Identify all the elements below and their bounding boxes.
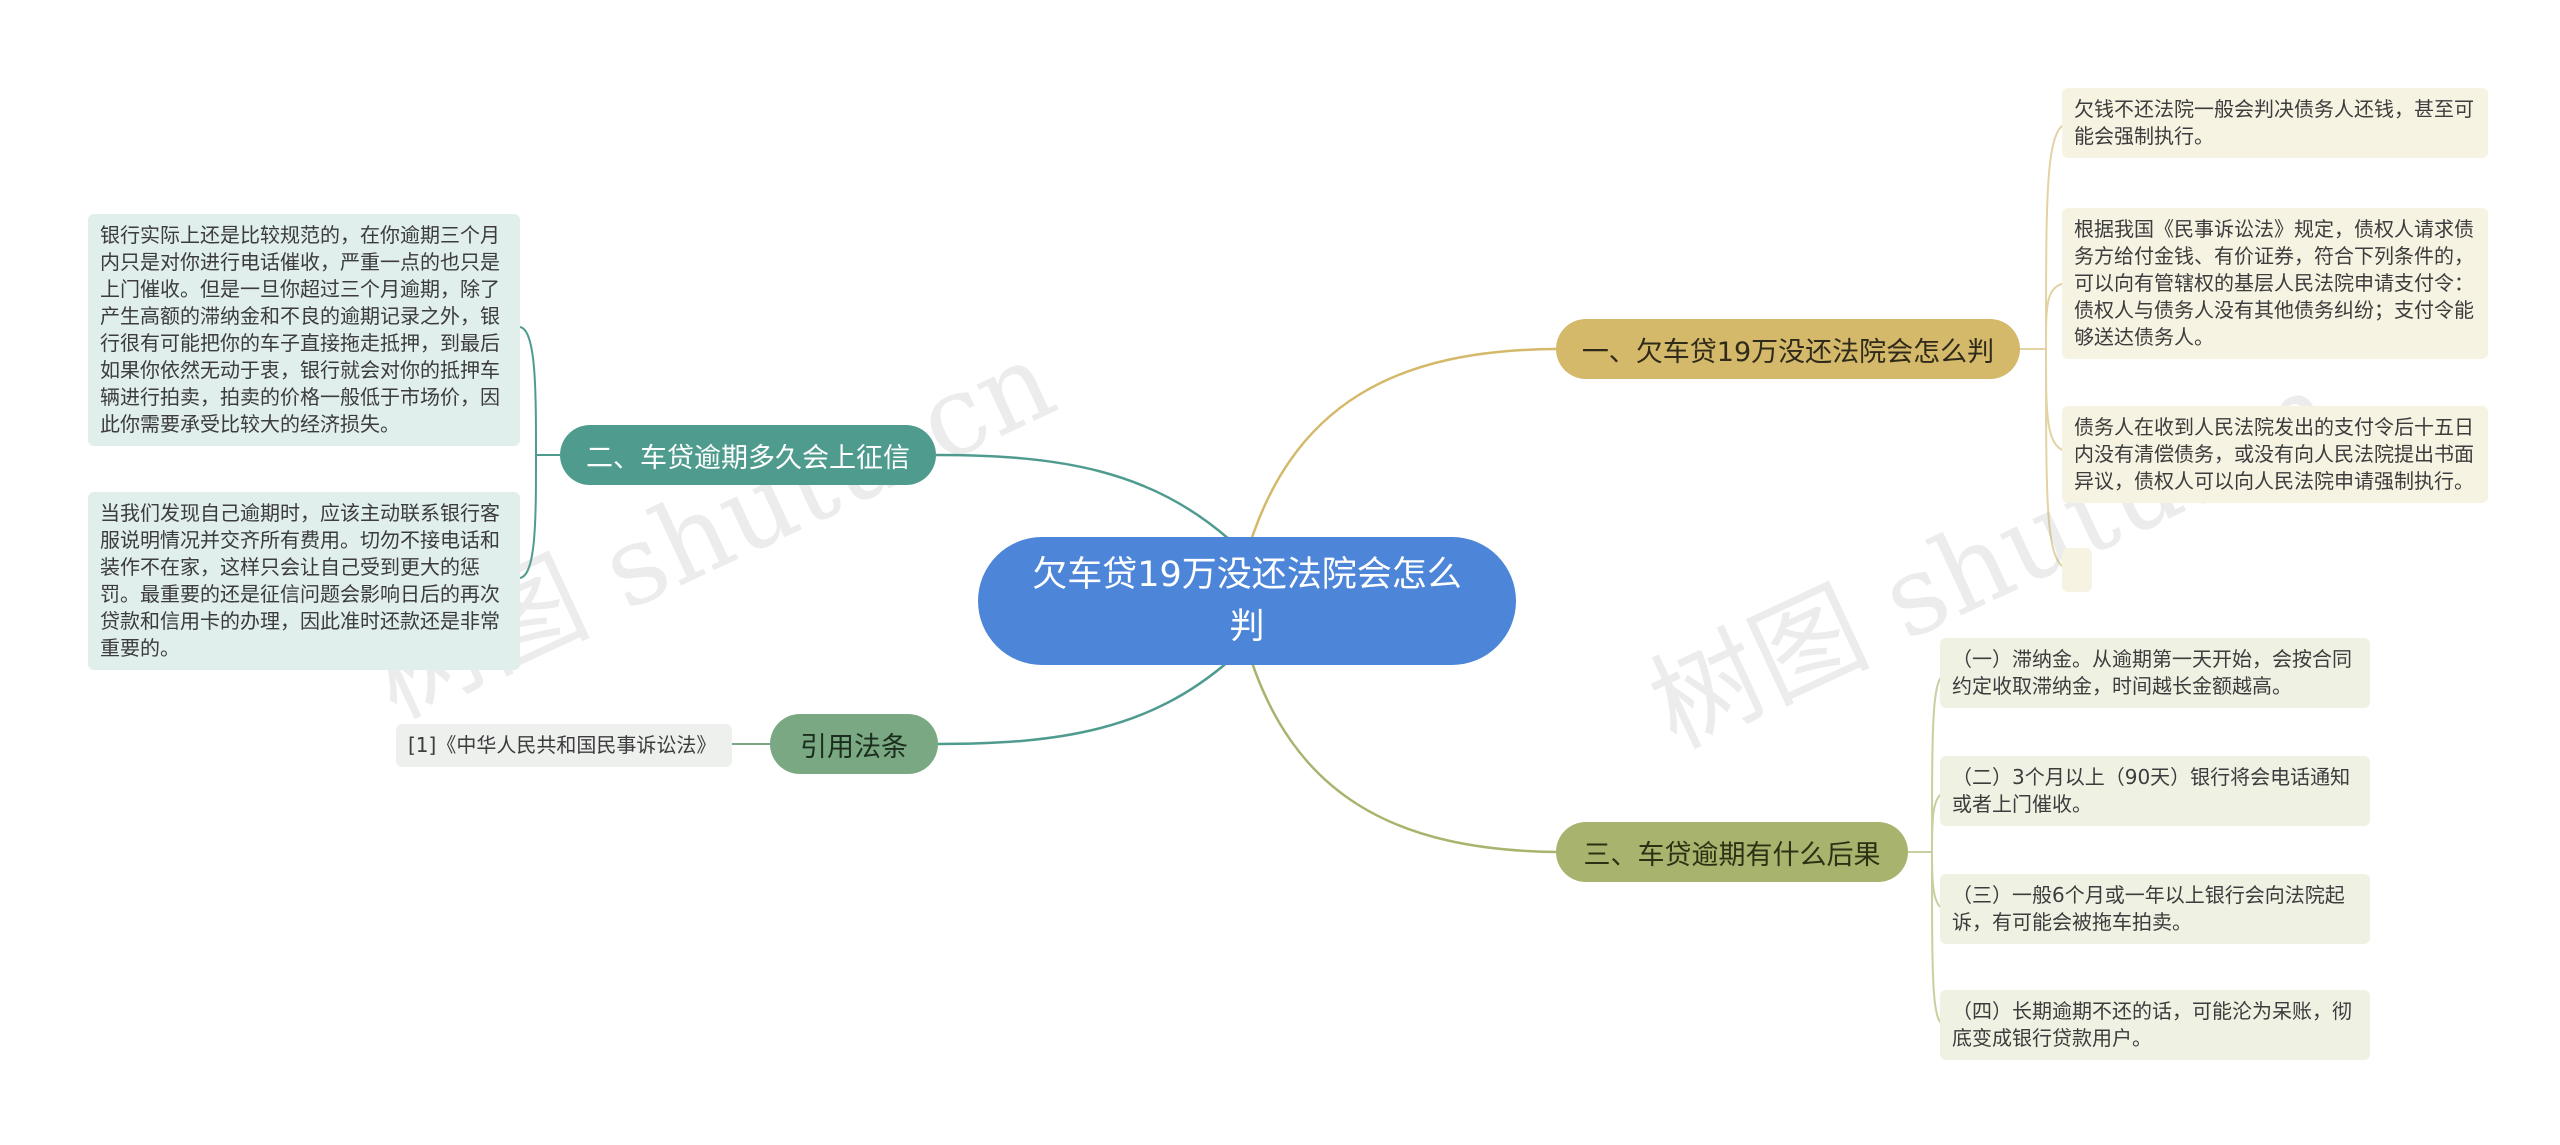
leaf-4-1[interactable]: [1]《中华人民共和国民事诉讼法》: [396, 724, 732, 767]
connector-b2-leaf1: [519, 326, 537, 456]
connector-root-b4: [937, 659, 1231, 746]
branch-topic-4[interactable]: 引用法条: [770, 714, 938, 774]
leaf-3-4[interactable]: （四）长期逾期不还的话，可能沦为呆账，彻底变成银行贷款用户。: [1940, 990, 2370, 1060]
leaf-3-3[interactable]: （三）一般6个月或一年以上银行会向法院起诉，有可能会被拖车拍卖。: [1940, 874, 2370, 944]
branch-topic-1[interactable]: 一、欠车贷19万没还法院会怎么判: [1556, 319, 2020, 379]
branch-topic-3[interactable]: 三、车贷逾期有什么后果: [1556, 822, 1908, 882]
connector-root-b3: [1243, 639, 1557, 854]
leaf-3-1[interactable]: （一）滞纳金。从逾期第一天开始，会按合同约定收取滞纳金，时间越长金额越高。: [1940, 638, 2370, 708]
leaf-1-4-empty[interactable]: [2062, 548, 2092, 592]
leaf-3-2[interactable]: （二）3个月以上（90天）银行将会电话通知或者上门催收。: [1940, 756, 2370, 826]
root-topic[interactable]: 欠车贷19万没还法院会怎么判: [978, 537, 1516, 665]
connector-root-b1: [1243, 347, 1557, 561]
leaf-1-3[interactable]: 债务人在收到人民法院发出的支付令后十五日内没有清偿债务，或没有向人民法院提出书面…: [2062, 406, 2488, 503]
leaf-2-1[interactable]: 银行实际上还是比较规范的，在你逾期三个月内只是对你进行电话催收，严重一点的也只是…: [88, 214, 520, 446]
leaf-1-1[interactable]: 欠钱不还法院一般会判决债务人还钱，甚至可能会强制执行。: [2062, 88, 2488, 158]
connector-b2-leaf2: [519, 454, 537, 579]
leaf-1-2[interactable]: 根据我国《民事诉讼法》规定，债权人请求债务方给付金钱、有价证券，符合下列条件的，…: [2062, 208, 2488, 359]
connector-root-b2: [935, 453, 1231, 541]
branch-topic-2[interactable]: 二、车贷逾期多久会上征信: [560, 425, 936, 485]
leaf-2-2[interactable]: 当我们发现自己逾期时，应该主动联系银行客服说明情况并交齐所有费用。切勿不接电话和…: [88, 492, 520, 670]
